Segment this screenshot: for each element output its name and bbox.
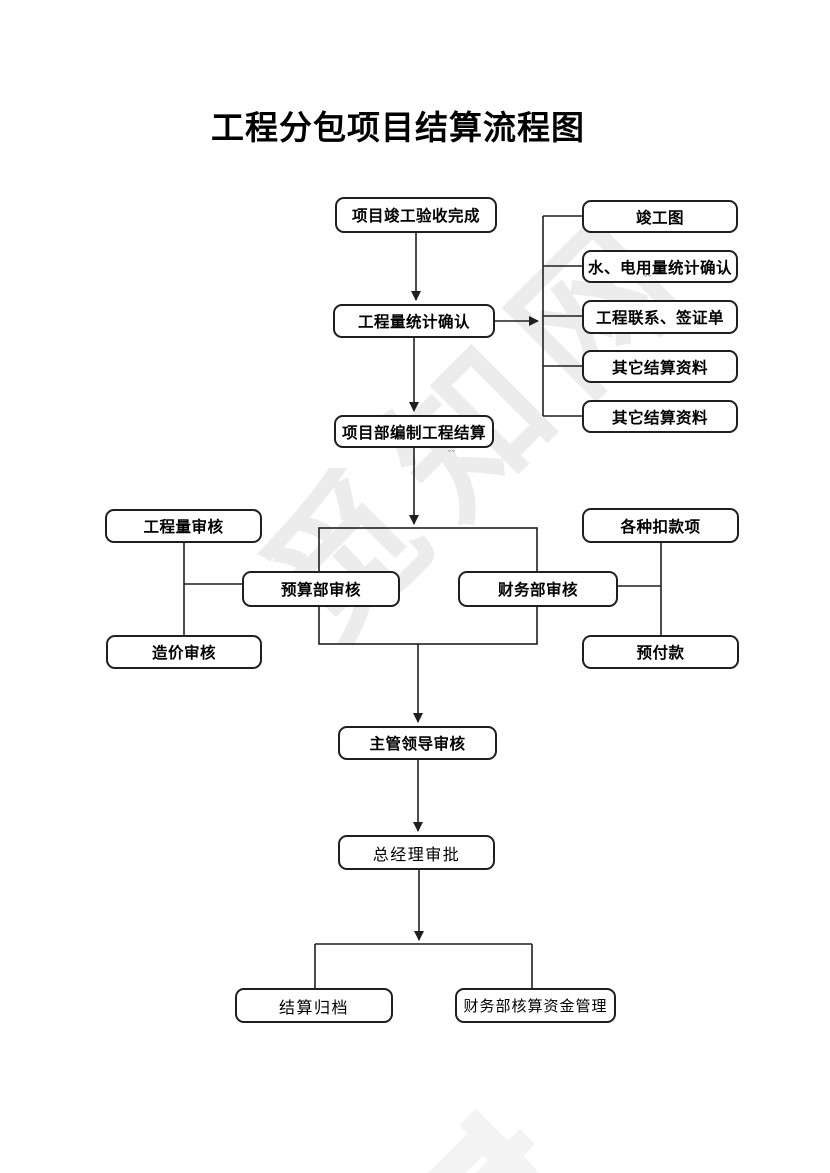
node-dept-prepare-settlement: 项目部编制工程结算 xyxy=(334,415,494,448)
node-fund-management: 财务部核算资金管理 xyxy=(455,988,616,1023)
page-title: 工程分包项目结算流程图 xyxy=(211,109,585,146)
node-budget-dept-review: 预算部审核 xyxy=(242,571,400,607)
node-gm-approval: 总经理审批 xyxy=(338,835,495,870)
node-other-settlement-docs-1: 其它结算资料 xyxy=(582,350,738,383)
node-as-built-drawing: 竣工图 xyxy=(582,200,738,233)
node-leader-review: 主管领导审核 xyxy=(338,726,497,760)
node-settlement-archive: 结算归档 xyxy=(235,988,393,1023)
node-advance-payment: 预付款 xyxy=(582,635,739,669)
node-project-completion: 项目竣工验收完成 xyxy=(335,197,497,233)
node-quantity-confirm: 工程量统计确认 xyxy=(333,304,495,338)
node-finance-dept-review: 财务部审核 xyxy=(458,571,618,607)
node-water-power-usage: 水、电用量统计确认 xyxy=(582,250,738,283)
stray-mark: ˇˇ xyxy=(644,274,652,284)
node-other-settlement-docs-2: 其它结算资料 xyxy=(582,400,738,433)
node-deduction-items: 各种扣款项 xyxy=(582,508,739,543)
node-contact-visa-sheets: 工程联系、签证单 xyxy=(582,300,738,334)
stray-mark: ˇˇ xyxy=(448,449,456,459)
node-quantity-review: 工程量审核 xyxy=(105,509,262,543)
node-cost-review: 造价审核 xyxy=(106,635,262,669)
